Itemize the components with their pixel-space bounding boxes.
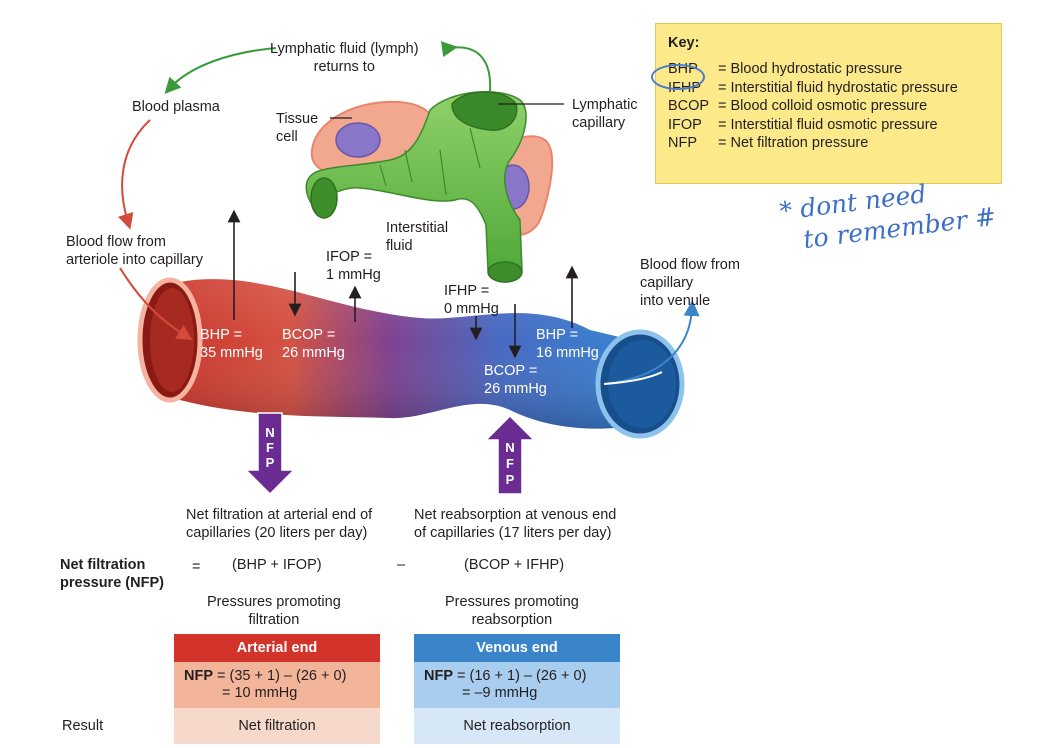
nfp-letter: N: [505, 440, 515, 455]
bhp-arterial-label: BHP =35 mmHg: [200, 327, 263, 361]
key-row: IFHP= Interstitial fluid hydrostatic pre…: [668, 79, 989, 98]
key-desc: = Interstitial fluid osmotic pressure: [718, 116, 938, 133]
lymph-return-label: Lymphatic fluid (lymph)returns to: [270, 41, 419, 75]
ifhp-label: IFHP =0 mmHg: [444, 283, 499, 317]
venous-calc-line2: = –9 mmHg: [462, 685, 538, 701]
ifop-label: IFOP =1 mmHg: [326, 249, 381, 283]
venous-calc-line1: = (16 + 1) – (26 + 0): [453, 668, 587, 684]
plasma-to-capillary-arrow: [117, 119, 151, 230]
nfp-label: NFP: [424, 668, 453, 684]
lymphatic-capillary-shape: [305, 91, 527, 283]
nfp-reabsorption-arrow: [484, 414, 536, 495]
equation-term-filtration: (BHP + IFOP): [232, 557, 322, 573]
blood-out-arrow: [603, 300, 700, 385]
equation-equals: =: [192, 559, 201, 575]
key-abbr: IFOP: [668, 116, 702, 133]
blood-in-arrow: [119, 267, 193, 341]
key-row: BHP= Blood hydrostatic pressure: [668, 60, 989, 79]
venous-end-calculation: NFP = (16 + 1) – (26 + 0) = –9 mmHg: [414, 662, 620, 708]
key-row: BCOP = Blood colloid osmotic pressure: [668, 97, 989, 116]
venous-end-header: Venous end: [414, 634, 620, 662]
bcop-arterial-label: BCOP =26 mmHg: [282, 327, 345, 361]
bcop-venous-label: BCOP =26 mmHg: [484, 363, 547, 397]
key-box: Key: BHP= Blood hydrostatic pressure IFH…: [655, 23, 1002, 184]
arterial-calc-line1: = (35 + 1) – (26 + 0): [213, 668, 347, 684]
lymph-return-arrow-left: [164, 47, 277, 94]
nfp-letter: F: [266, 440, 274, 455]
key-desc: = Blood hydrostatic pressure: [718, 61, 903, 77]
key-title: Key:: [668, 35, 700, 51]
key-desc: = Net filtration pressure: [718, 135, 869, 151]
blood-plasma-label: Blood plasma: [132, 99, 220, 115]
key-desc: = Interstitial fluid hydrostatic pressur…: [718, 79, 958, 96]
nfp-letter: N: [265, 425, 275, 440]
key-abbr: BCOP: [668, 98, 710, 114]
handwritten-circle-annotation: [651, 64, 705, 90]
equation-term-reabsorption: (BCOP + IFHP): [464, 557, 565, 573]
key-row: NFP = Net filtration pressure: [668, 134, 989, 153]
venous-end-panel: Venous end NFP = (16 + 1) – (26 + 0) = –…: [414, 634, 620, 744]
result-label: Result: [62, 718, 104, 734]
nfp-filtration-arrow: [244, 412, 296, 496]
key-row: IFOP = Interstitial fluid osmotic pressur…: [668, 116, 989, 135]
arterial-end-calculation: NFP = (35 + 1) – (26 + 0) = 10 mmHg: [174, 662, 380, 708]
lymph-return-arrow-right: [440, 41, 492, 93]
arterial-end-result: Net filtration: [174, 708, 380, 744]
nfp-letter: F: [506, 456, 514, 471]
venous-end-result: Net reabsorption: [414, 708, 620, 744]
bhp-venous-label: BHP =16 mmHg: [536, 327, 599, 361]
equation-minus: –: [397, 557, 406, 573]
key-desc: = Blood colloid osmotic pressure: [718, 98, 928, 114]
arterial-end-header: Arterial end: [174, 634, 380, 662]
capillary-vessel: [137, 277, 685, 439]
arterial-calc-line2: = 10 mmHg: [222, 685, 298, 701]
key-abbr: NFP: [668, 135, 697, 151]
nfp-letter: P: [505, 472, 515, 487]
arterial-end-panel: Arterial end NFP = (35 + 1) – (26 + 0) =…: [174, 634, 380, 744]
nfp-letter: P: [265, 455, 275, 470]
nfp-label: NFP: [184, 668, 213, 684]
